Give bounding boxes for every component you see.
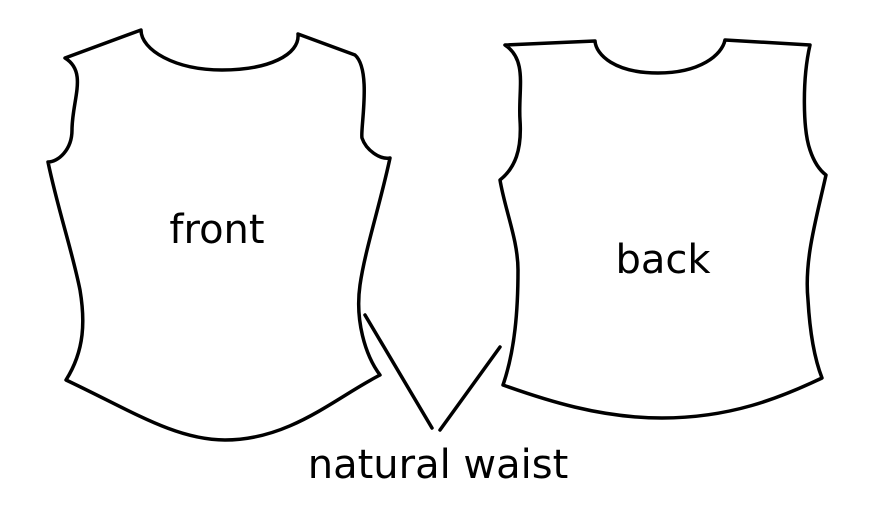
waist-pointer-right — [438, 345, 502, 432]
waist-pointer-left — [363, 313, 434, 430]
front-label: front — [169, 207, 264, 253]
back-label: back — [615, 237, 711, 283]
front-bodice-outline — [46, 28, 392, 442]
natural-waist-label: natural waist — [308, 442, 569, 488]
back-bodice-outline — [498, 38, 828, 420]
